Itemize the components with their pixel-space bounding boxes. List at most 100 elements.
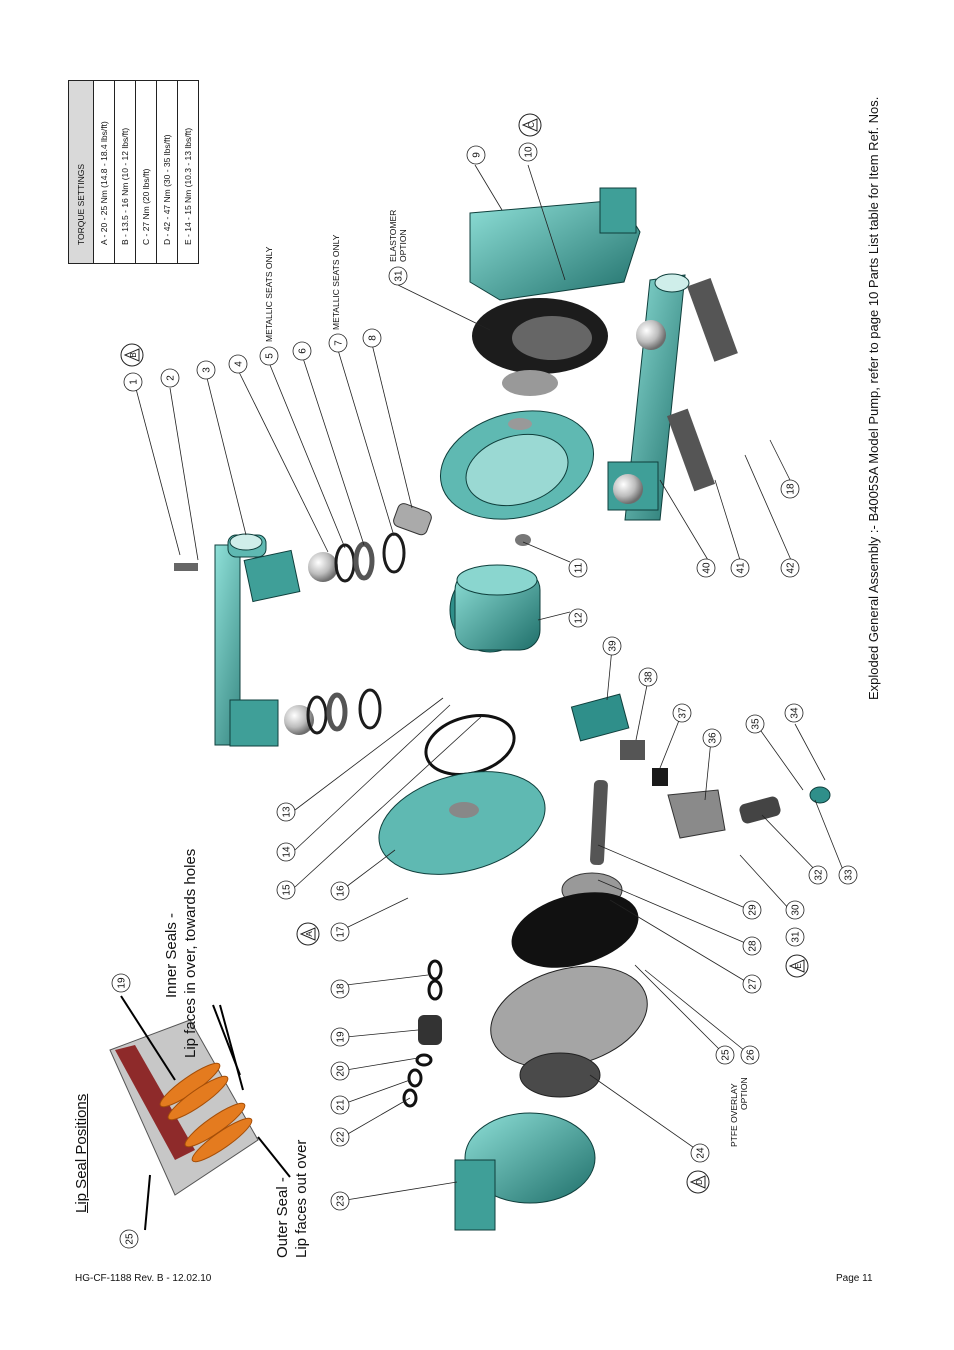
callout-number: 7 xyxy=(334,340,345,346)
callout-bubble xyxy=(330,1127,350,1147)
callout-bubble xyxy=(740,1045,760,1065)
callout-bubble xyxy=(330,979,350,999)
callout-bubble xyxy=(276,842,296,862)
callout-bubble xyxy=(672,703,692,723)
seat-insert xyxy=(393,503,432,536)
callout-number: 17 xyxy=(336,926,347,938)
callout-bubble xyxy=(196,360,216,380)
callout-number: 42 xyxy=(786,562,797,574)
callout-number: 6 xyxy=(298,348,309,354)
drawing-title: Exploded General Assembly :- B4005SA Mod… xyxy=(866,96,881,700)
callout-number: 20 xyxy=(336,1065,347,1077)
callout-number: 10 xyxy=(524,146,535,158)
callout-number: 32 xyxy=(814,869,825,881)
callout-number: 4 xyxy=(234,361,245,367)
torque-settings-table: TORQUE SETTINGS A - 20 - 25 Nm (14.8 - 1… xyxy=(68,80,199,264)
bolt xyxy=(174,563,198,571)
callout-number: 11 xyxy=(574,562,585,573)
valve-seats xyxy=(306,532,406,735)
torque-marker-triangle xyxy=(521,118,538,132)
callout-number: 28 xyxy=(748,940,759,952)
callout-bubble xyxy=(330,922,350,942)
valve-ball xyxy=(284,705,314,735)
torque-marker-triangle xyxy=(299,927,316,941)
callout-number: 16 xyxy=(336,885,347,897)
torque-marker-letter: C xyxy=(527,122,536,128)
callout-bubble xyxy=(742,936,762,956)
callout-bubble xyxy=(696,558,716,578)
lip-seal-cutaway xyxy=(109,995,291,1231)
leader-lines xyxy=(134,164,846,1201)
callout-bubble xyxy=(602,636,622,656)
callout-bubble xyxy=(276,880,296,900)
callout-number: 35 xyxy=(751,718,762,730)
torque-row: D - 42 - 47 Nm (30 - 35 lbs/ft) xyxy=(156,81,178,263)
document-reference: HG-CF-1188 Rev. B - 12.02.10 xyxy=(75,1273,212,1284)
lip-seal-title: Lip Seal Positions xyxy=(73,1093,90,1213)
callout-bubble xyxy=(228,354,248,374)
callout-number: 34 xyxy=(790,707,801,719)
callout-number: 40 xyxy=(702,562,713,574)
callout-bubble xyxy=(330,1095,350,1115)
air-valve xyxy=(667,789,726,839)
callout-number: 31 xyxy=(791,931,802,943)
callout-bubble xyxy=(715,1045,735,1065)
torque-marker-letter: B xyxy=(129,352,138,357)
callout-bubble xyxy=(745,714,765,734)
callout-number: 2 xyxy=(166,375,177,381)
callout-number: 9 xyxy=(472,152,483,158)
callout-number: 19 xyxy=(336,1031,347,1043)
callout-bubble xyxy=(160,368,180,388)
callout-bubble xyxy=(838,865,858,885)
callout-bubble xyxy=(742,900,762,920)
callout-bubble xyxy=(518,142,538,162)
callout-number: 25 xyxy=(125,1233,136,1245)
callout-number: 19 xyxy=(117,977,128,989)
callout-bubble xyxy=(784,703,804,723)
pilot-block xyxy=(620,740,645,760)
callout-bubble xyxy=(388,266,408,286)
callout-bubble xyxy=(702,728,722,748)
callout-number: 30 xyxy=(791,904,802,916)
fluid-housing-lower xyxy=(454,1112,596,1231)
callout-bubble xyxy=(730,558,750,578)
callout-bubble xyxy=(808,865,828,885)
callout-number: 25 xyxy=(721,1049,732,1061)
inner-seals-label: Inner Seals - xyxy=(163,912,180,998)
callout-number: 21 xyxy=(336,1099,347,1111)
callout-number: 23 xyxy=(336,1195,347,1207)
inlet-manifold xyxy=(607,273,738,521)
callout-bubble xyxy=(690,1143,710,1163)
note-elastomer: ELASTOMER xyxy=(388,209,398,262)
callout-number: 14 xyxy=(282,846,293,858)
callout-bubble xyxy=(123,372,143,392)
fluid-housing-upper xyxy=(469,187,641,396)
callout-number: 33 xyxy=(844,869,855,881)
callout-number: 24 xyxy=(696,1147,707,1159)
shaft xyxy=(590,779,608,866)
note-metallic-seats: METALLIC SEATS ONLY xyxy=(264,246,274,342)
page-number: Page 11 xyxy=(836,1273,873,1284)
callout-bubble xyxy=(276,802,296,822)
callout-number: 39 xyxy=(608,640,619,652)
callout-bubble xyxy=(785,900,805,920)
torque-marker-letter: D xyxy=(695,1179,704,1185)
callout-bubble xyxy=(362,328,382,348)
discharge-manifold xyxy=(214,533,301,747)
callout-number: 18 xyxy=(786,483,797,495)
gasket-plate xyxy=(570,693,630,742)
torque-row: B - 13.5 - 16 Nm (10 - 12 lbs/ft) xyxy=(114,81,136,263)
torque-marker-triangle xyxy=(788,959,805,973)
torque-marker-letter: A xyxy=(305,931,314,937)
callout-bubble xyxy=(568,608,588,628)
callout-number: 5 xyxy=(265,353,276,359)
callout-number: 37 xyxy=(678,707,689,719)
note-ptfe-option: OPTION xyxy=(739,1077,749,1110)
callout-number: 8 xyxy=(368,335,379,341)
callout-number: 12 xyxy=(574,612,585,624)
callout-number: 31 xyxy=(394,270,405,282)
callout-bubble xyxy=(330,1191,350,1211)
note-ptfe: PTFE OVERLAY xyxy=(729,1083,739,1147)
inner-seals-note: Lip faces in over, towards holes xyxy=(182,848,199,1058)
